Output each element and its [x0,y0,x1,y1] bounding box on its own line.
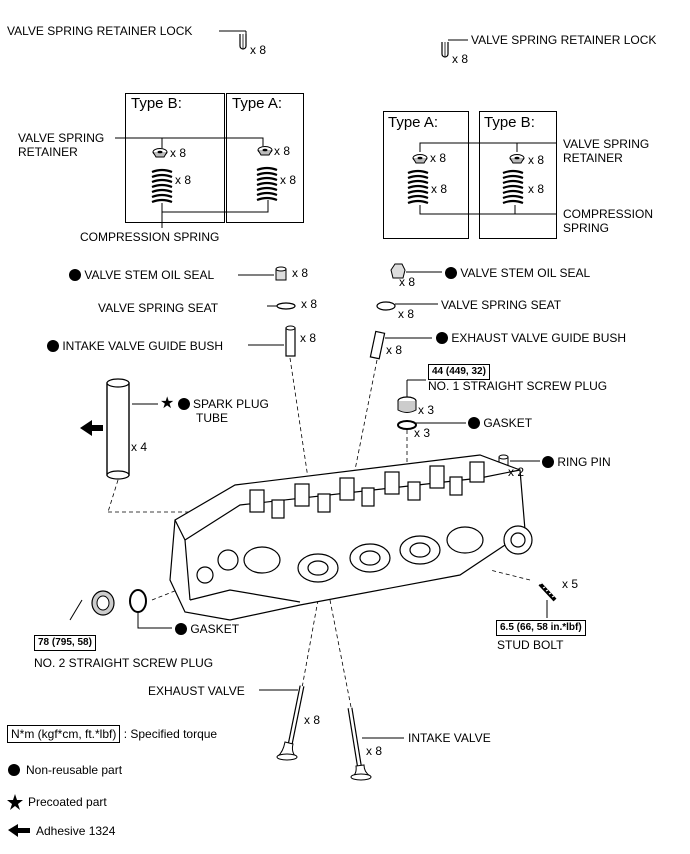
ring-pin-label: RING PIN [542,455,611,469]
type-a-label-left: Type A: [232,95,283,112]
retainer-qty-left-a: x 8 [274,144,291,158]
non-reusable-icon [542,456,554,468]
valve-stem-oil-seal-label-left: VALVE STEM OIL SEAL [69,268,214,282]
valve-spring-retainer-label-right: VALVE SPRING RETAINER [563,137,650,165]
spring-qty-right-b: x 8 [528,182,545,196]
spring-seat-qty-right: x 8 [398,307,415,321]
intake-valve-label: INTAKE VALVE [408,731,491,745]
intake-valve [347,707,372,781]
spring-seat-qty-left: x 8 [301,297,318,311]
intake-guide-bush [285,325,296,357]
retainer-lock-qty-left: x 8 [250,43,267,57]
compression-spring-label-right: COMPRESSION SPRING [563,207,654,235]
valve-spring-retainer-label-left: VALVE SPRING RETAINER [18,131,105,159]
retainer-lock-qty-right: x 8 [452,52,469,66]
compression-spring-label-left: COMPRESSION SPRING [80,230,220,244]
cylinder-head [169,454,533,621]
retainer-qty-right-b: x 8 [528,153,545,167]
non-reusable-icon [436,332,448,344]
ring-pin-qty: x 2 [508,465,525,479]
type-box-left-b [125,93,225,223]
non-reusable-icon [47,340,59,352]
retainer-qty-left-b: x 8 [170,146,187,160]
spring-qty-left-a: x 8 [280,173,297,187]
exhaust-valve-label: EXHAUST VALVE [148,684,245,698]
spark-plug-tube-qty: x 4 [131,440,148,454]
oil-seal-qty-left: x 8 [292,266,309,280]
legend-adhesive: Adhesive 1324 [36,824,116,838]
non-reusable-icon [445,267,457,279]
gasket-qty-right: x 3 [414,426,431,440]
type-box-right-b [479,111,557,239]
retainer-lock-label-right: VALVE SPRING RETAINER LOCK [471,33,657,47]
type-box-left-a [226,93,304,223]
no1-screw-plug-label: NO. 1 STRAIGHT SCREW PLUG [428,379,608,393]
type-box-right-a [383,111,469,239]
star-legend-icon [7,794,23,810]
spring-qty-left-b: x 8 [175,173,192,187]
exhaust-guide-bush-qty: x 8 [386,343,403,357]
gasket-left [129,589,147,613]
no2-screw-plug-label: NO. 2 STRAIGHT SCREW PLUG [34,656,214,670]
torque-unit-box: N*m (kgf*cm, ft.*lbf) [7,725,121,743]
torque-desc: : Specified torque [123,727,218,741]
retainer-lock-label-left: VALVE SPRING RETAINER LOCK [7,24,193,38]
retainer-qty-right-a: x 8 [430,151,447,165]
non-reusable-icon [175,623,187,635]
legend-precoated: Precoated part [28,795,107,809]
spring-qty-right-a: x 8 [431,182,448,196]
intake-guide-bush-label: INTAKE VALVE GUIDE BUSH [47,339,223,353]
retainer-lock-left [239,34,247,50]
legend-torque: N*m (kgf*cm, ft.*lbf) : Specified torque [7,725,218,743]
type-b-label-left: Type B: [131,95,182,112]
non-reusable-icon [69,269,81,281]
exhaust-guide-bush [369,330,386,360]
adhesive-arrow-icon [80,420,103,436]
no1-plug-qty: x 3 [418,403,435,417]
gasket-label-left: GASKET [175,622,239,636]
exhaust-valve [276,685,305,761]
stud-bolt [538,582,557,602]
valve-stem-oil-seal-label-right: VALVE STEM OIL SEAL [445,266,590,280]
exhaust-guide-bush-label: EXHAUST VALVE GUIDE BUSH [436,331,626,345]
non-reusable-legend-icon [8,764,20,776]
type-a-label-right: Type A: [388,114,439,131]
valve-stem-oil-seal-right [390,263,406,279]
non-reusable-icon [177,398,190,410]
adhesive-legend-icon [8,824,30,837]
intake-valve-qty: x 8 [366,744,383,758]
gasket-label-right: GASKET [468,416,532,430]
spark-plug-tube-label: ★ SPARK PLUG TUBE [160,395,269,426]
type-b-label-right: Type B: [484,114,535,131]
valve-spring-seat-right [376,301,396,311]
valve-stem-oil-seal-left [275,266,287,281]
non-reusable-icon [468,417,480,429]
spark-plug-tube [106,378,130,480]
valve-spring-seat-label-right: VALVE SPRING SEAT [441,298,562,312]
no1-screw-plug [397,396,417,413]
torque-no2-plug: 78 (795, 58) [34,635,96,651]
no2-screw-plug [91,590,115,616]
valve-spring-seat-label-left: VALVE SPRING SEAT [98,301,219,315]
exhaust-valve-qty: x 8 [304,713,321,727]
legend-non-reusable: Non-reusable part [26,763,123,777]
torque-stud-bolt: 6.5 (66, 58 in.*lbf) [496,620,586,636]
precoated-icon: ★ [160,395,175,412]
gasket-right [397,420,417,430]
torque-no1-plug: 44 (449, 32) [428,364,490,380]
oil-seal-qty-right: x 8 [399,275,416,289]
stud-bolt-qty: x 5 [562,577,579,591]
stud-bolt-label: STUD BOLT [497,638,564,652]
intake-guide-bush-qty: x 8 [300,331,317,345]
retainer-lock-right [441,42,449,58]
valve-spring-seat-left [276,302,296,310]
